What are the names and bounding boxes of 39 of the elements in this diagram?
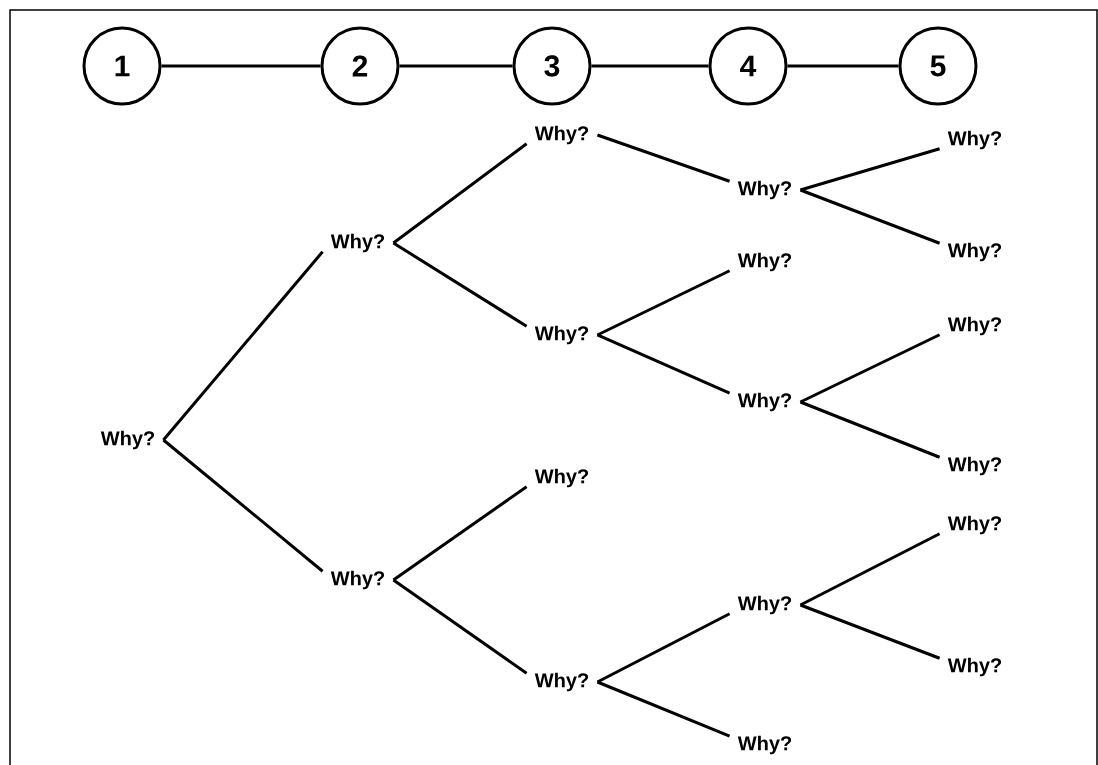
branch-line <box>799 532 941 607</box>
question-text: Why? <box>100 430 155 450</box>
question-text: Why? <box>534 468 589 488</box>
branch-line <box>800 147 940 192</box>
question-text: Why? <box>737 252 792 272</box>
branch-line <box>596 269 731 337</box>
branch-line <box>392 241 528 328</box>
connector-line <box>399 64 513 68</box>
connector-line <box>591 64 709 68</box>
question-text: Why? <box>330 233 385 253</box>
branch-line <box>799 188 941 245</box>
connector-line <box>161 64 321 68</box>
question-text: Why? <box>737 735 792 755</box>
question-text: Why? <box>947 242 1002 262</box>
question-text: Why? <box>947 515 1002 535</box>
branch-line <box>596 612 731 684</box>
question-text: Why? <box>947 456 1002 476</box>
branch-line <box>392 485 528 582</box>
branch-line <box>596 333 731 395</box>
branch-line <box>596 680 731 738</box>
question-text: Why? <box>737 392 792 412</box>
question-text: Why? <box>534 325 589 345</box>
question-text: Why? <box>534 672 589 692</box>
question-text: Why? <box>947 130 1002 150</box>
question-text: Why? <box>947 657 1002 677</box>
branch-line <box>392 578 528 675</box>
question-text: Why? <box>534 125 589 145</box>
question-text: Why? <box>737 180 792 200</box>
branch-line <box>799 603 941 660</box>
branch-line <box>596 133 731 183</box>
connector-line <box>787 64 899 68</box>
branch-line <box>799 333 941 404</box>
question-text: Why? <box>737 595 792 615</box>
branch-line <box>162 250 324 441</box>
branch-line <box>162 438 324 573</box>
question-text: Why? <box>330 570 385 590</box>
branch-line <box>799 400 941 459</box>
question-text: Why? <box>947 316 1002 336</box>
branch-line <box>392 142 528 245</box>
